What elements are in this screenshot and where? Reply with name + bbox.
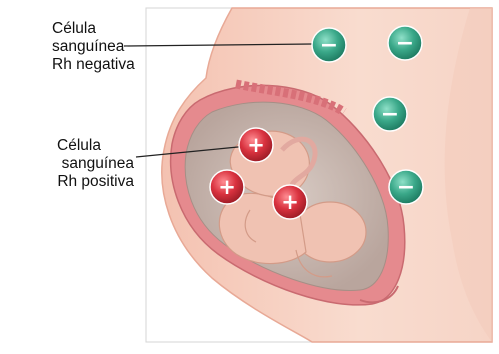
- label-line: Rh negativa: [52, 56, 148, 74]
- rh-positive-cell: +: [210, 170, 244, 204]
- rh-negative-cell: −: [389, 170, 423, 204]
- label-line: Célula: [52, 20, 148, 38]
- rh-negative-cell: −: [388, 26, 422, 60]
- label-line: Célula: [10, 137, 134, 155]
- label-line: Rh positiva: [10, 173, 134, 191]
- rh-positive-cell: +: [239, 128, 273, 162]
- rh-negative-cell: −: [373, 97, 407, 131]
- svg-text:+: +: [281, 190, 299, 214]
- svg-text:−: −: [396, 31, 414, 56]
- svg-text:−: −: [320, 33, 338, 58]
- svg-text:+: +: [218, 175, 236, 199]
- svg-text:−: −: [381, 102, 399, 127]
- rh-positive-cell: +: [273, 185, 307, 219]
- label-line: sanguínea: [10, 155, 134, 173]
- svg-text:+: +: [247, 133, 265, 157]
- label-rh-negative: Célula sanguínea Rh negativa: [52, 20, 148, 74]
- label-rh-positive: Célula sanguínea Rh positiva: [10, 137, 134, 191]
- svg-text:−: −: [397, 175, 415, 200]
- rh-negative-cell: −: [312, 28, 346, 62]
- label-line: sanguínea: [52, 38, 148, 56]
